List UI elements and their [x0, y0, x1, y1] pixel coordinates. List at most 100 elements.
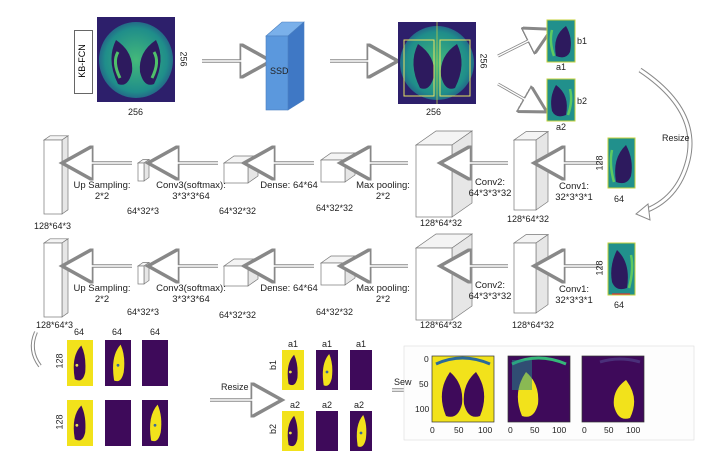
b1-maxpool-label: Max pooling: 2*2	[356, 180, 410, 202]
ssd-detector-block	[265, 21, 305, 111]
regroup-bottom-col-3: a2	[354, 400, 365, 410]
b2-conv2-label: Conv2: 64*3*3*32	[468, 280, 512, 302]
b2-maxpool-dims: 64*32*32	[316, 307, 354, 317]
plot1-xtick-100: 100	[478, 425, 493, 435]
ct-slice-image	[97, 17, 175, 102]
output-mask-grid	[67, 340, 168, 446]
sew-label: Sew	[394, 377, 412, 387]
branch1-input-width: 64	[614, 194, 625, 204]
regroup-b1-empty	[350, 350, 372, 390]
b2-dense-label: Dense: 64*64	[260, 283, 318, 294]
regroup-b2-lung	[350, 411, 372, 451]
resize-label-bottom: Resize	[221, 382, 249, 392]
crop-image-a2	[546, 78, 576, 122]
out-row-label-1: 128	[54, 353, 65, 369]
b1-dense-block	[222, 155, 260, 184]
detected-width-label: 256	[426, 107, 442, 117]
regroup-top-col-3: a1	[356, 339, 367, 349]
resize-label-top: Resize	[662, 133, 690, 143]
b1-conv3-label: Conv3(softmax): 3*3*3*64	[156, 180, 226, 202]
b2-upsample-block	[42, 238, 70, 318]
plot1-xtick-0: 0	[430, 425, 435, 435]
b2-conv3-label: Conv3(softmax): 3*3*3*64	[156, 283, 226, 305]
b2-maxpool-block	[319, 255, 357, 286]
b2-dense-dims: 64*32*32	[219, 310, 257, 320]
b2-conv1-label: Conv1: 32*3*3*1	[555, 284, 593, 306]
crop-a2-label: a2	[556, 122, 567, 132]
b1-dense-dims: 64*32*32	[219, 206, 257, 216]
crop-b1-label: b1	[577, 36, 588, 46]
ssd-label: SSD	[270, 66, 289, 76]
out-a2-background-mask	[67, 400, 93, 446]
arrow-to-crop-a1	[497, 40, 530, 58]
regroup-top-col-2: a1	[322, 339, 333, 349]
b2-upsample-dims: 128*64*3	[36, 320, 74, 330]
regroup-b2-background	[282, 411, 304, 451]
detected-height-label: 256	[478, 53, 489, 69]
crop-image-a1	[546, 19, 576, 63]
b2-conv1-dims: 128*64*32	[512, 320, 555, 330]
b1-conv3-block	[136, 158, 151, 182]
b1-conv2-dims: 128*64*32	[420, 218, 463, 228]
b1-conv2-label: Conv2: 64*3*3*32	[468, 177, 512, 199]
plot-left-lung-class	[507, 355, 571, 423]
out-col-label-3: 64	[150, 327, 161, 337]
branch2-input-height: 128	[594, 260, 605, 276]
cnn-branches	[42, 130, 602, 321]
out-a1-lung-mask	[105, 340, 131, 386]
out-row-label-2: 128	[54, 414, 65, 430]
b1-upsample-block	[42, 135, 70, 215]
plot3-xtick-100: 100	[626, 425, 641, 435]
regroup-bottom-row: b2	[268, 423, 279, 435]
b2-conv3-dims: 64*32*3	[127, 307, 160, 317]
b2-upsample-label: Up Sampling: 2*2	[73, 283, 131, 305]
plot2-xtick-0: 0	[508, 425, 513, 435]
plot-right-lung-class	[581, 355, 645, 423]
branch1-input-image	[607, 137, 636, 189]
branch1-input-height: 128	[594, 155, 605, 171]
out-a1-empty-mask	[142, 340, 168, 386]
branch2-input-width: 64	[614, 300, 625, 310]
kb-fcn-label-box	[74, 30, 93, 94]
b2-conv2-block	[414, 233, 474, 321]
b1-dense-label: Dense: 64*64	[260, 180, 318, 191]
b1-upsample-dims: 128*64*3	[34, 221, 72, 231]
plot3-xtick-0: 0	[582, 425, 587, 435]
plot-ytick-0: 0	[424, 354, 429, 364]
output-curve-arrow	[30, 331, 42, 368]
resize-curve-arrow	[635, 67, 693, 221]
ct-width-label: 256	[128, 107, 144, 117]
regroup-top-row: b1	[268, 359, 279, 371]
plot-ytick-50: 50	[419, 379, 429, 389]
b1-maxpool-dims: 64*32*32	[316, 203, 354, 213]
regroup-b1-background	[282, 350, 304, 390]
b1-conv1-label: Conv1: 32*3*3*1	[555, 181, 593, 203]
ct-height-label: 256	[178, 51, 189, 67]
regrouped-mask-grid	[282, 350, 372, 451]
plot2-xtick-50: 50	[530, 425, 540, 435]
crop-a1-label: a1	[556, 62, 567, 72]
regroup-top-col-1: a1	[288, 339, 299, 349]
b2-conv2-dims: 128*64*32	[420, 320, 463, 330]
plot3-xtick-50: 50	[604, 425, 614, 435]
crop-b2-label: b2	[577, 96, 588, 106]
out-col-label-1: 64	[74, 327, 85, 337]
out-a2-empty-mask	[105, 400, 131, 446]
detected-ct-image	[398, 22, 476, 104]
regroup-bottom-col-2: a2	[322, 400, 333, 410]
b1-conv1-dims: 128*64*32	[507, 214, 550, 224]
out-col-label-2: 64	[112, 327, 123, 337]
b1-conv2-block	[414, 130, 474, 218]
plot-background-class	[431, 355, 495, 423]
regroup-b2-empty	[316, 411, 338, 451]
b2-conv3-block	[136, 261, 151, 285]
arrow-to-crop-a2	[497, 82, 526, 100]
regroup-b1-lung	[316, 350, 338, 390]
out-a2-lung-mask	[142, 400, 168, 446]
plot2-xtick-100: 100	[552, 425, 567, 435]
kb-fcn-label: KB-FCN	[77, 44, 87, 78]
sewn-result-plots	[403, 345, 695, 441]
b2-dense-block	[222, 258, 260, 287]
